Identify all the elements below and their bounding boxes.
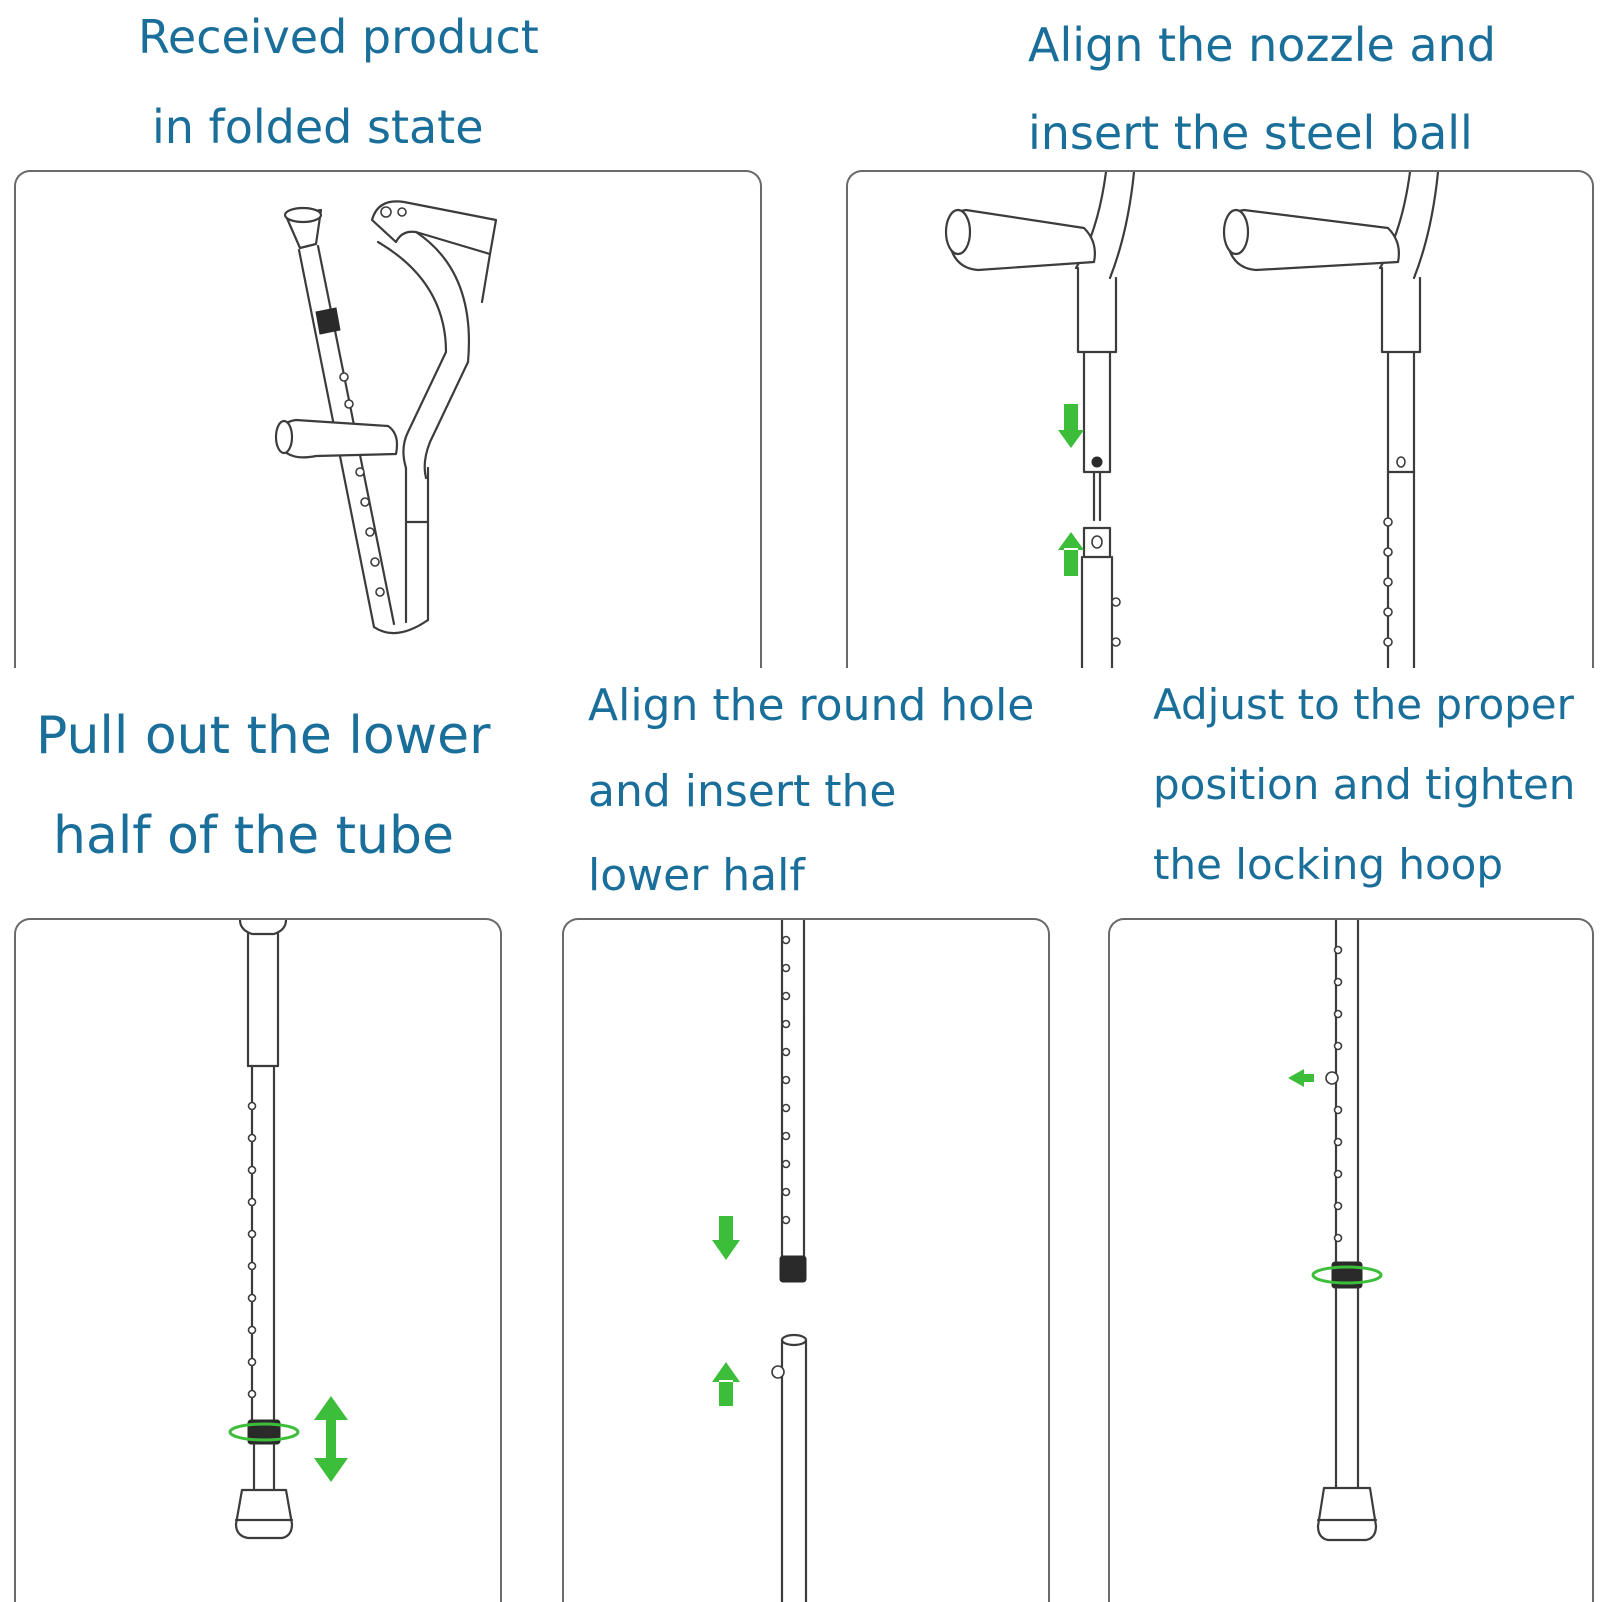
tighten-hoop-illustration [1288, 920, 1383, 1542]
folded-crutch-illustration [274, 200, 498, 635]
caption-line: and insert the [588, 766, 897, 817]
green-arrow-icon [1058, 532, 1084, 576]
green-arrow-icon [712, 1362, 740, 1406]
green-arrow-icon [712, 1216, 740, 1260]
step-1-panel [14, 170, 762, 668]
tube-extension-illustration [228, 920, 348, 1540]
step-3-panel [14, 918, 502, 1602]
hole-align-illustration [712, 920, 808, 1602]
rotate-ring-icon [1311, 1265, 1383, 1285]
green-arrow-icon [1058, 404, 1084, 448]
caption-line: Align the nozzle and [1028, 18, 1496, 72]
caption-line: in folded state [152, 100, 484, 154]
step-5-panel [1108, 918, 1594, 1602]
caption-line: Align the round hole [588, 680, 1035, 731]
step-2-panel [846, 170, 1594, 668]
green-arrow-icon [1288, 1069, 1314, 1087]
caption-line: insert the steel ball [1028, 106, 1473, 160]
caption-line: Received product [138, 10, 539, 64]
caption-line: half of the tube [53, 806, 454, 866]
nozzle-illustration [944, 172, 1440, 668]
caption-line: position and tighten [1153, 760, 1576, 809]
caption-line: the locking hoop [1153, 840, 1504, 889]
rotate-ring-icon [228, 1422, 300, 1442]
step-4-panel [562, 918, 1050, 1602]
caption-line: lower half [588, 850, 805, 901]
caption-line: Pull out the lower [36, 706, 491, 766]
caption-line: Adjust to the proper [1153, 680, 1574, 729]
green-double-arrow-icon [314, 1396, 348, 1482]
